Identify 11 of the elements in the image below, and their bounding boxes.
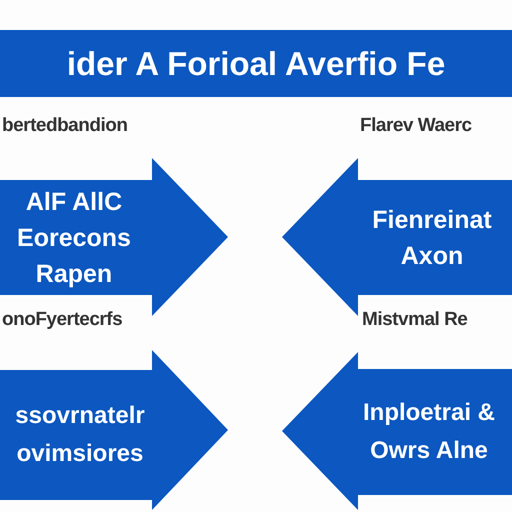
section-heading: Flarev Waerc xyxy=(360,115,472,137)
section-heading: Mistvmal Re xyxy=(362,309,468,331)
arrow-label: AlF AllC Eorecons Rapen xyxy=(16,186,132,290)
title-banner: ider A Forioal Averfio Fe xyxy=(0,30,512,97)
arrow-label: Fienreinat Axon xyxy=(371,204,493,272)
section-heading: bertedbandion xyxy=(2,115,128,137)
right-arrow-shape xyxy=(0,350,228,510)
arrow-label: ssovrnatelr ovimsiores xyxy=(14,401,146,469)
left-arrow-shape xyxy=(282,352,512,510)
section-heading: onoFyertecrfs xyxy=(2,309,122,331)
arrow-label: Inploetrai & Owrs Alne xyxy=(362,398,496,466)
